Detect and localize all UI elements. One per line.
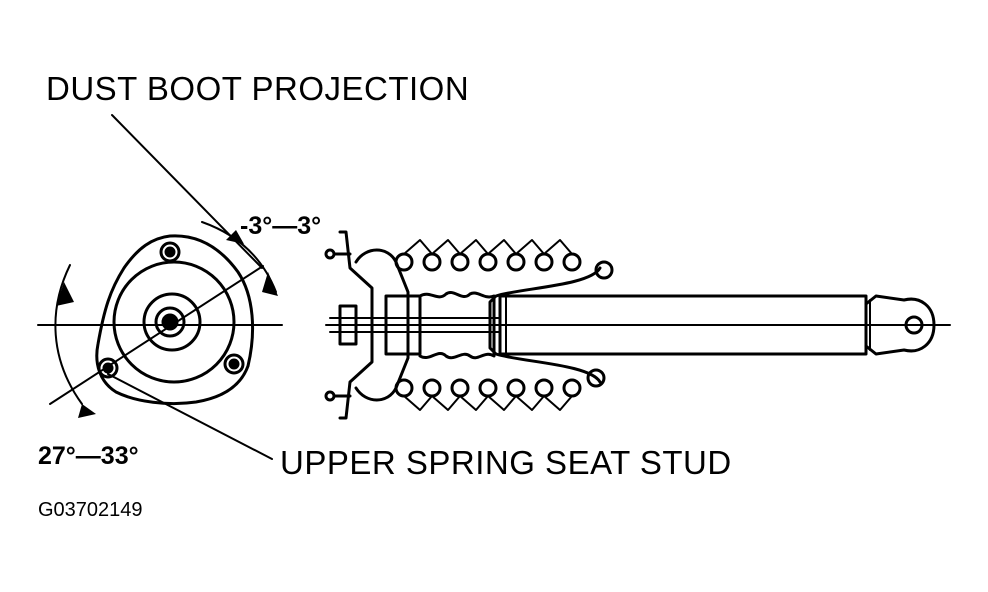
mount-bearing-ring [142, 292, 202, 352]
upper-spring-seat-stud-label: UPPER SPRING SEAT STUD [280, 444, 732, 481]
small-angle-label: -3°—3° [240, 212, 322, 240]
large-angle-label: 27°—33° [38, 442, 139, 470]
figure-id: G03702149 [38, 499, 143, 521]
stud-angle-line [49, 265, 264, 405]
mount-nut-outer [154, 306, 186, 338]
upper-spring-seat [354, 248, 410, 402]
shock-absorber-body [498, 294, 868, 356]
dust-boot-leader [111, 114, 263, 269]
strut-assembly-side-view [324, 230, 936, 420]
large-angle-arc [54, 264, 83, 405]
coil-spring-bottom [394, 368, 606, 411]
mount-inner-ring [112, 260, 236, 384]
small-angle-arrow-left [226, 230, 244, 244]
dust-boot-projection-label: DUST BOOT PROJECTION [46, 70, 470, 107]
large-angle-arrow-top [56, 282, 74, 306]
coil-spring-top [394, 239, 614, 280]
large-angle-arrow-bottom [78, 404, 96, 418]
stud-leader [107, 373, 273, 460]
dust-boot [418, 291, 496, 360]
upper-mount-bracket [338, 230, 374, 420]
strut-mount-top-view [95, 234, 255, 405]
small-angle-arrow-right [262, 272, 278, 296]
lower-spring-seat [488, 266, 602, 384]
mount-stud-top [159, 241, 181, 263]
mount-stud-right [223, 353, 245, 375]
lower-mount-eye [864, 294, 936, 356]
